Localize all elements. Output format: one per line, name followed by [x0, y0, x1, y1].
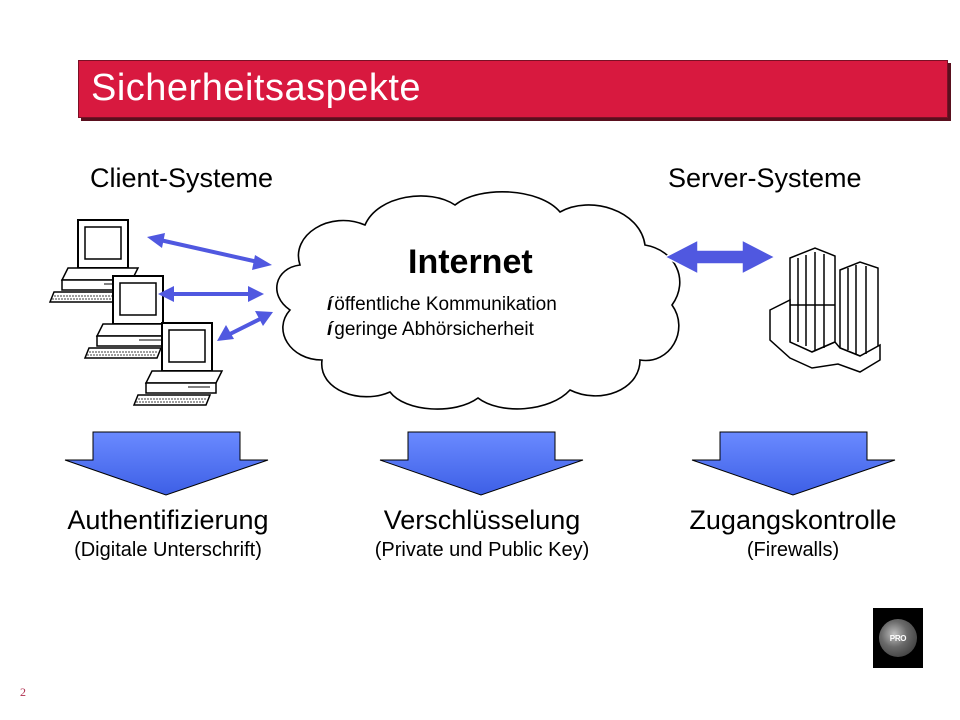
down-arrow-access-control — [691, 431, 896, 496]
page-number: 2 — [20, 685, 26, 699]
arrowheads — [147, 233, 273, 341]
client-systems-heading: Client-Systeme — [90, 163, 274, 193]
label-title: Zugangskontrolle — [689, 505, 897, 535]
logo-text: PRO — [889, 633, 907, 643]
server-connection-arrow — [663, 238, 777, 276]
internet-title: Internet — [408, 243, 533, 281]
down-arrow-authentication — [64, 431, 269, 496]
encryption-label: Verschlüsselung (Private und Public Key) — [332, 503, 632, 563]
client-connection-arrows — [159, 238, 263, 336]
bullet-text: geringe Abhörsicherheit — [334, 319, 534, 340]
bullet-item: í öffentliche Kommunikation — [327, 292, 557, 317]
label-title: Verschlüsselung — [383, 505, 581, 535]
mainframe-server-icon — [769, 247, 881, 373]
slide-title: Sicherheitsaspekte — [91, 67, 422, 109]
bullet-glyph: í — [327, 319, 333, 340]
bullet-item: í geringe Abhörsicherheit — [327, 317, 557, 342]
company-logo: PRO — [873, 608, 923, 668]
down-arrow-encryption — [379, 431, 584, 496]
label-subtitle: (Digitale Unterschrift) — [74, 539, 262, 561]
bullet-text: öffentliche Kommunikation — [334, 294, 557, 315]
access-control-label: Zugangskontrolle (Firewalls) — [643, 503, 943, 563]
label-subtitle: (Private und Public Key) — [374, 539, 590, 561]
authentication-label: Authentifizierung (Digitale Unterschrift… — [18, 503, 318, 563]
internet-cloud — [276, 191, 681, 410]
logo-disc: PRO — [879, 619, 917, 657]
label-title: Authentifizierung — [67, 505, 269, 535]
internet-bullet-list: í öffentliche Kommunikation í geringe Ab… — [327, 292, 557, 342]
label-subtitle: (Firewalls) — [746, 539, 840, 561]
title-bar: Sicherheitsaspekte — [78, 60, 948, 118]
bullet-glyph: í — [327, 294, 333, 315]
server-systems-heading: Server-Systeme — [668, 163, 862, 193]
